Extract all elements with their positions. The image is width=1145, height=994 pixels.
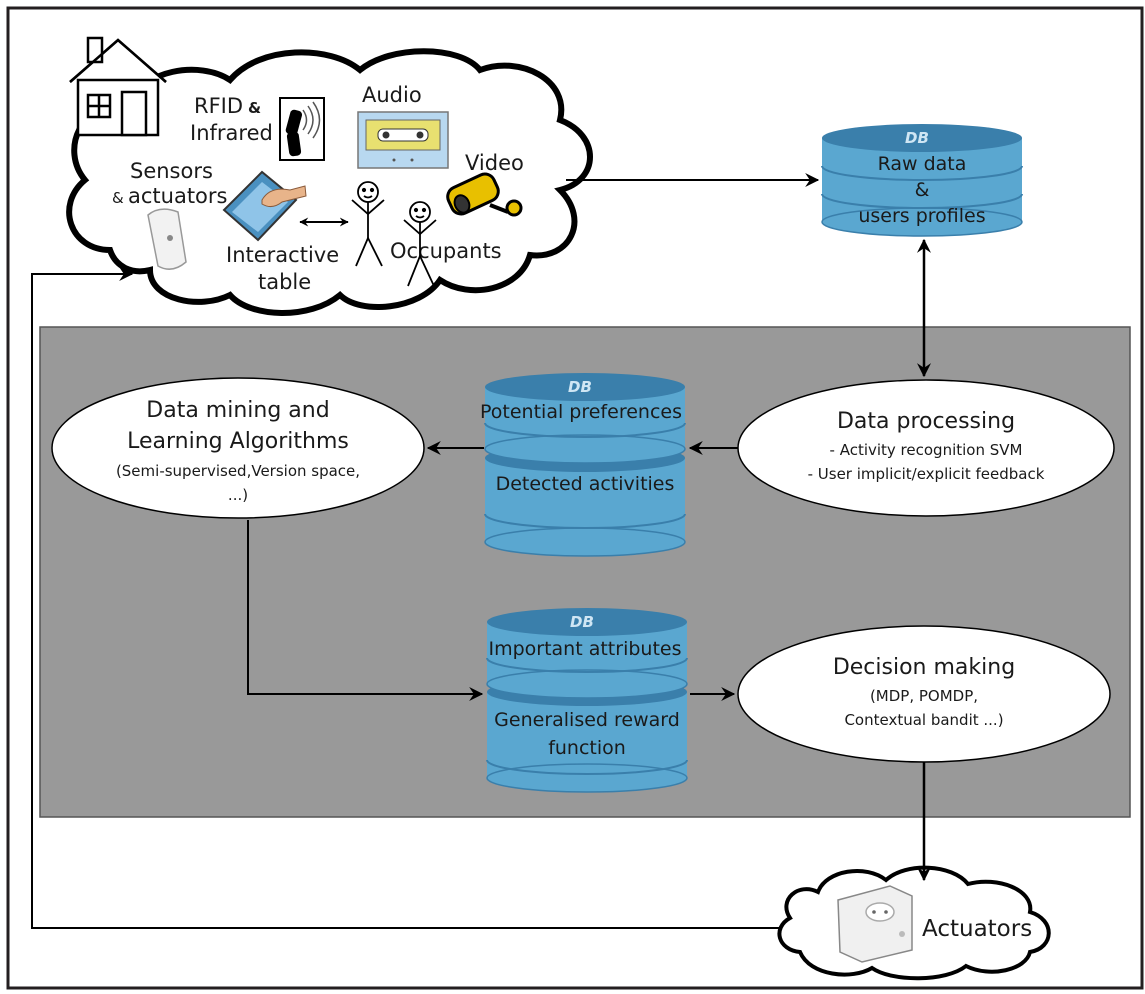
interactive-table-label: Interactive (226, 243, 339, 267)
actuators-feedback-arrow (31, 267, 780, 929)
svg-text:DB: DB (570, 613, 594, 631)
interactive-table-icon (222, 170, 307, 242)
data-mining-node: Data mining and Learning Algorithms (Sem… (51, 377, 425, 519)
house-icon (69, 36, 167, 137)
raw-data-database: DB Raw data & users profiles (821, 124, 1023, 237)
video-camera-icon (446, 172, 523, 217)
rfid-amp: & (248, 99, 261, 117)
rfid-label: RFID (194, 94, 243, 118)
svg-text:Learning Algorithms: Learning Algorithms (127, 429, 349, 454)
preferences-database: DB Potential preferences (480, 373, 686, 464)
table-label: table (258, 270, 311, 294)
svg-text:function: function (548, 737, 626, 759)
reward-database: DB Generalised reward function (486, 678, 688, 793)
svg-text:(MDP, POMDP,: (MDP, POMDP, (870, 687, 978, 705)
reward-function-label: Generalised reward (494, 709, 680, 731)
svg-text:DB: DB (568, 378, 592, 396)
sensors-label: Sensors (130, 159, 213, 183)
audio-cassette-icon (357, 111, 449, 169)
rfid-reader-icon (279, 97, 325, 161)
actuators-label-home: actuators (128, 184, 227, 208)
svg-text:- Activity recognition SVM: - Activity recognition SVM (830, 441, 1023, 459)
decision-making-node: Decision making (MDP, POMDP, Contextual … (737, 625, 1111, 763)
svg-text:- User implicit/explicit feedb: - User implicit/explicit feedback (808, 465, 1045, 483)
data-processing-node: Data processing - Activity recognition S… (737, 379, 1115, 517)
audio-label: Audio (362, 83, 422, 107)
sensor-device-icon (147, 208, 187, 270)
svg-text:Data processing: Data processing (837, 409, 1015, 434)
sensors-amp: & (112, 189, 124, 207)
svg-text:DB: DB (905, 129, 929, 147)
attributes-database: DB Important attributes (486, 608, 688, 699)
svg-text:&: & (915, 179, 930, 201)
svg-text:Data mining and: Data mining and (146, 398, 329, 423)
raw-data-label: Raw data (878, 153, 967, 175)
potential-preferences-label: Potential preferences (480, 401, 682, 423)
actuators-label: Actuators (922, 916, 1032, 942)
svg-text:users profiles: users profiles (858, 205, 985, 227)
detected-activities-label: Detected activities (496, 473, 675, 495)
occupants-label: Occupants (390, 239, 502, 263)
svg-text:Contextual bandit ...): Contextual bandit ...) (844, 711, 1003, 729)
mining-to-reward-arrow (247, 520, 484, 701)
power-outlet-icon (837, 885, 913, 963)
svg-text:(Semi-supervised,Version space: (Semi-supervised,Version space, (116, 462, 360, 480)
important-attributes-label: Important attributes (488, 638, 681, 660)
svg-text:...): ...) (228, 486, 248, 504)
video-label: Video (465, 151, 524, 175)
infrared-label: Infrared (190, 121, 273, 145)
occupant-stick-figure-icon (351, 181, 385, 267)
actuators-cloud: Actuators (777, 865, 1051, 981)
occupant-stick-figure-icon (403, 201, 437, 287)
svg-text:Decision making: Decision making (833, 655, 1015, 680)
